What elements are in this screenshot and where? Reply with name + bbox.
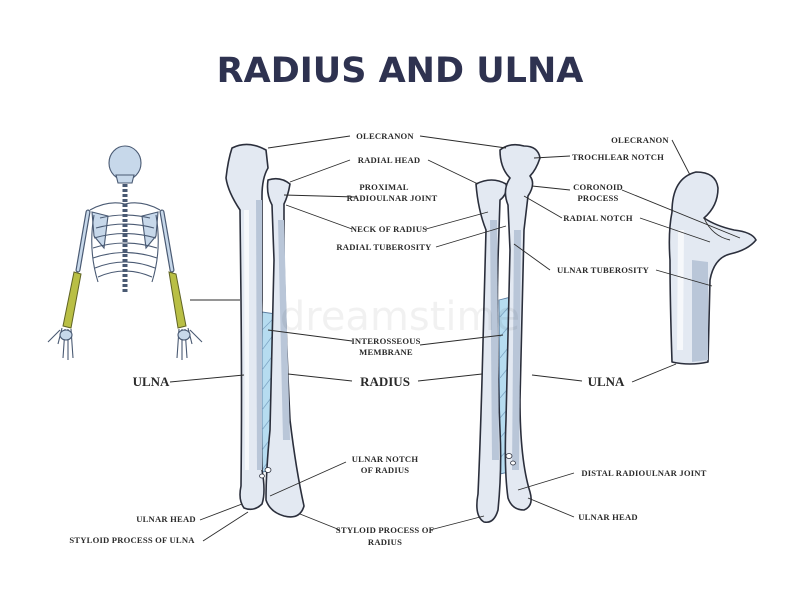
label-radius: RADIUS — [360, 374, 410, 389]
label-ulnar-notch-1: ULNAR NOTCH — [352, 454, 419, 464]
label-neck-of-radius: NECK OF RADIUS — [351, 224, 428, 234]
label-proximal-radioulnar-joint-2: RADIOULNAR JOINT — [347, 193, 438, 203]
label-ulnar-notch-2: OF RADIUS — [361, 465, 410, 475]
jaw — [115, 174, 135, 184]
rib-cage — [91, 214, 159, 283]
label-coronoid-process-1: CORONOID — [573, 182, 623, 192]
label-ulna-left: ULNA — [133, 374, 170, 389]
watermark: dreamstime — [280, 294, 520, 340]
label-radial-notch: RADIAL NOTCH — [563, 213, 633, 223]
label-distal-radioulnar-joint: DISTAL RADIOULNAR JOINT — [581, 468, 706, 478]
label-interosseous-membrane-1: INTEROSSEOUS — [351, 336, 420, 346]
diagram-title: RADIUS AND ULNA — [217, 51, 584, 91]
skeleton-figure — [47, 145, 240, 360]
label-styloid-process-of-radius-1: STYLOID PROCESS OF — [336, 525, 434, 535]
label-radial-head: RADIAL HEAD — [358, 155, 421, 165]
proximal-ulna-bone — [668, 171, 757, 365]
left-forearm-highlight — [62, 271, 82, 329]
leader-lines — [169, 135, 741, 542]
left-hand — [47, 327, 74, 360]
right-forearm-highlight — [168, 271, 187, 329]
label-styloid-process-of-radius-2: RADIUS — [368, 537, 402, 547]
proximal-ulna-detail — [668, 171, 757, 365]
label-coronoid-process-2: PROCESS — [577, 193, 618, 203]
label-interosseous-membrane-2: MEMBRANE — [359, 347, 413, 357]
label-olecranon-detail: OLECRANON — [611, 135, 669, 145]
label-radial-tuberosity: RADIAL TUBEROSITY — [336, 242, 432, 252]
label-proximal-radioulnar-joint-1: PROXIMAL — [359, 182, 408, 192]
left-scapula — [91, 211, 109, 250]
label-olecranon: OLECRANON — [356, 131, 414, 141]
anterior-bones — [225, 143, 305, 518]
labels: OLECRANON RADIAL HEAD PROXIMAL RADIOULNA… — [69, 131, 706, 547]
right-scapula — [141, 211, 159, 250]
label-styloid-process-of-ulna: STYLOID PROCESS OF ULNA — [69, 535, 195, 545]
label-ulnar-head-right: ULNAR HEAD — [578, 512, 638, 522]
label-ulna-right: ULNA — [588, 374, 625, 389]
right-hand — [176, 327, 203, 360]
label-trochlear-notch: TROCHLEAR NOTCH — [572, 152, 664, 162]
posterior-bones — [475, 143, 541, 524]
label-ulnar-tuberosity: ULNAR TUBEROSITY — [557, 265, 650, 275]
label-ulnar-head-left: ULNAR HEAD — [136, 514, 196, 524]
clavicles — [89, 202, 161, 211]
